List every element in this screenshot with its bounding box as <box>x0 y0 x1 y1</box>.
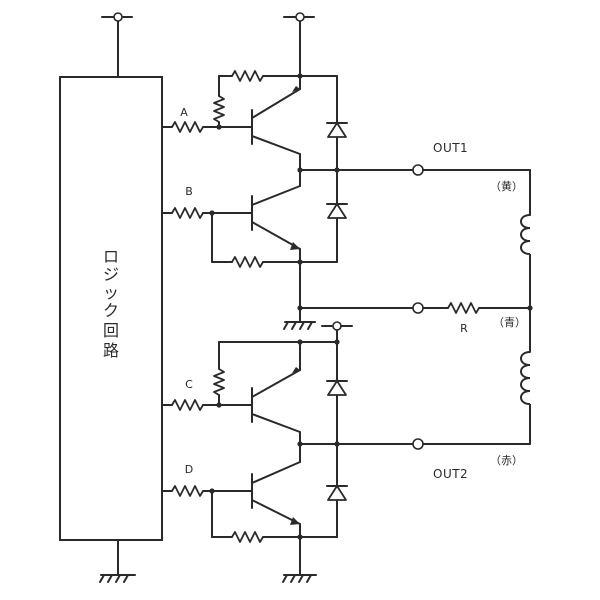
resistor-pullup-a <box>213 95 225 123</box>
logic-label-char-6: 路 <box>103 341 119 360</box>
resistor-r-label: R <box>460 322 468 335</box>
logic-label-char-3: ッ <box>103 283 119 302</box>
logic-label-char-4: ク <box>103 301 119 320</box>
lower-ground-symbol <box>282 536 317 583</box>
transistor-a <box>251 75 301 171</box>
diode-lower-1 <box>326 380 348 396</box>
diode-lower-2 <box>326 485 348 501</box>
lower-supply-terminal <box>321 321 353 343</box>
transistor-d <box>251 443 301 538</box>
logic-circuit-block <box>59 76 163 541</box>
center-ground-symbol <box>283 307 316 330</box>
coil-lower <box>520 351 531 444</box>
transistor-c <box>251 341 301 445</box>
resistor-r <box>447 302 480 314</box>
wire-color-red: （赤） <box>490 454 523 467</box>
resistor-bottom-b <box>231 256 264 268</box>
logic-circuit-label: ロ ジ ッ ク 回 路 <box>103 247 119 360</box>
out1-terminal <box>412 164 424 176</box>
diode-upper-1 <box>326 122 348 138</box>
resistor-base-d <box>171 485 204 497</box>
upper-supply-terminal <box>283 12 315 77</box>
logic-label-char-1: ロ <box>103 247 119 266</box>
diode-upper-2 <box>326 203 348 219</box>
resistor-base-c <box>171 399 204 411</box>
out2-label: OUT2 <box>433 467 468 481</box>
logic-supply-terminal <box>101 12 133 78</box>
wire-color-yellow: （黄） <box>490 179 523 193</box>
input-label-b: B <box>185 185 193 198</box>
resistor-top-a <box>231 70 264 82</box>
input-label-a: A <box>180 106 188 119</box>
transistor-b <box>251 169 301 263</box>
out1-label: OUT1 <box>433 141 468 155</box>
resistor-pullup-c <box>213 368 225 396</box>
wire-color-blue: （青） <box>493 316 526 329</box>
logic-ground-symbol <box>99 539 136 583</box>
logic-label-char-5: 回 <box>103 321 119 340</box>
coil-upper <box>520 214 531 308</box>
logic-label-char-2: ジ <box>103 265 119 284</box>
resistor-base-a <box>171 121 204 133</box>
out2-terminal <box>412 438 424 450</box>
resistor-base-b <box>171 207 204 219</box>
input-label-c: C <box>185 378 193 391</box>
center-terminal <box>412 302 424 314</box>
resistor-bottom-d <box>231 531 264 543</box>
input-label-d: D <box>185 463 193 476</box>
